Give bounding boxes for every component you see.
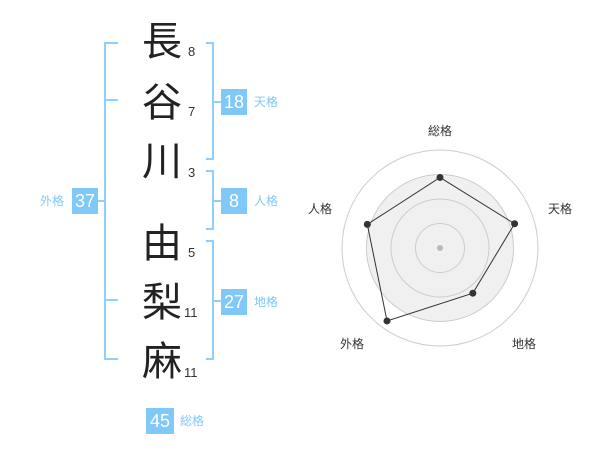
name-char-5: 梨 xyxy=(142,280,182,326)
soukaku-value: 45 xyxy=(146,408,174,434)
radar-axis-label-tenkaku: 天格 xyxy=(548,202,573,216)
chikaku-value: 27 xyxy=(221,289,247,315)
stroke-count-3: 3 xyxy=(188,165,196,180)
radar-series-polygon xyxy=(366,176,516,322)
soukaku-label: 総格 xyxy=(180,414,205,428)
stroke-count-2: 7 xyxy=(188,104,196,119)
jinkaku-label: 人格 xyxy=(254,194,279,208)
radar-axis-label-jinkaku: 人格 xyxy=(308,202,333,216)
radar-axis-label-soukaku: 総格 xyxy=(428,124,453,138)
gaikaku-bracket-top xyxy=(104,42,118,44)
chikaku-bracket-tick xyxy=(214,300,222,302)
tenkaku-bracket-top xyxy=(206,42,214,44)
chikaku-bracket-bottom xyxy=(206,358,214,360)
gaikaku-bracket-bottom xyxy=(104,358,118,360)
tenkaku-bracket xyxy=(212,42,214,160)
name-char-4: 由 xyxy=(142,221,182,267)
chikaku-bracket-top xyxy=(206,240,214,242)
radar-point-4 xyxy=(363,220,371,228)
chikaku-bracket xyxy=(212,240,214,360)
tenkaku-value: 18 xyxy=(221,89,247,115)
gaikaku-bracket-mark-2 xyxy=(104,299,118,301)
jinkaku-bracket-bottom xyxy=(206,228,214,230)
tenkaku-bracket-tick xyxy=(214,101,222,103)
radar-point-2 xyxy=(469,289,477,297)
radar-chart xyxy=(341,149,539,347)
radar-point-0 xyxy=(436,173,444,181)
gaikaku-value: 37 xyxy=(72,188,98,214)
gaikaku-bracket-mark-1 xyxy=(104,99,118,101)
jinkaku-bracket-tick xyxy=(214,200,222,202)
tenkaku-bracket-bottom xyxy=(206,158,214,160)
radar-point-1 xyxy=(511,220,519,228)
name-char-3: 川 xyxy=(142,139,182,185)
jinkaku-value: 8 xyxy=(221,188,247,214)
stroke-count-4: 5 xyxy=(188,245,196,260)
radar-axis-label-gaikaku: 外格 xyxy=(340,337,365,351)
gaikaku-bracket-tick xyxy=(98,200,106,202)
tenkaku-label: 天格 xyxy=(254,95,279,109)
name-char-6: 麻 xyxy=(142,339,182,385)
gaikaku-label: 外格 xyxy=(40,194,65,208)
jinkaku-bracket-top xyxy=(206,170,214,172)
radar-center-dot xyxy=(437,245,443,251)
radar-point-3 xyxy=(383,317,391,325)
name-char-1: 長 xyxy=(142,19,182,65)
radar-axis-label-chikaku: 地格 xyxy=(512,337,537,351)
stroke-count-1: 8 xyxy=(188,44,196,59)
stroke-count-5: 11 xyxy=(184,305,198,320)
chikaku-label: 地格 xyxy=(254,295,279,309)
name-char-2: 谷 xyxy=(142,80,182,126)
stroke-count-6: 11 xyxy=(184,365,198,380)
jinkaku-bracket xyxy=(212,170,214,230)
